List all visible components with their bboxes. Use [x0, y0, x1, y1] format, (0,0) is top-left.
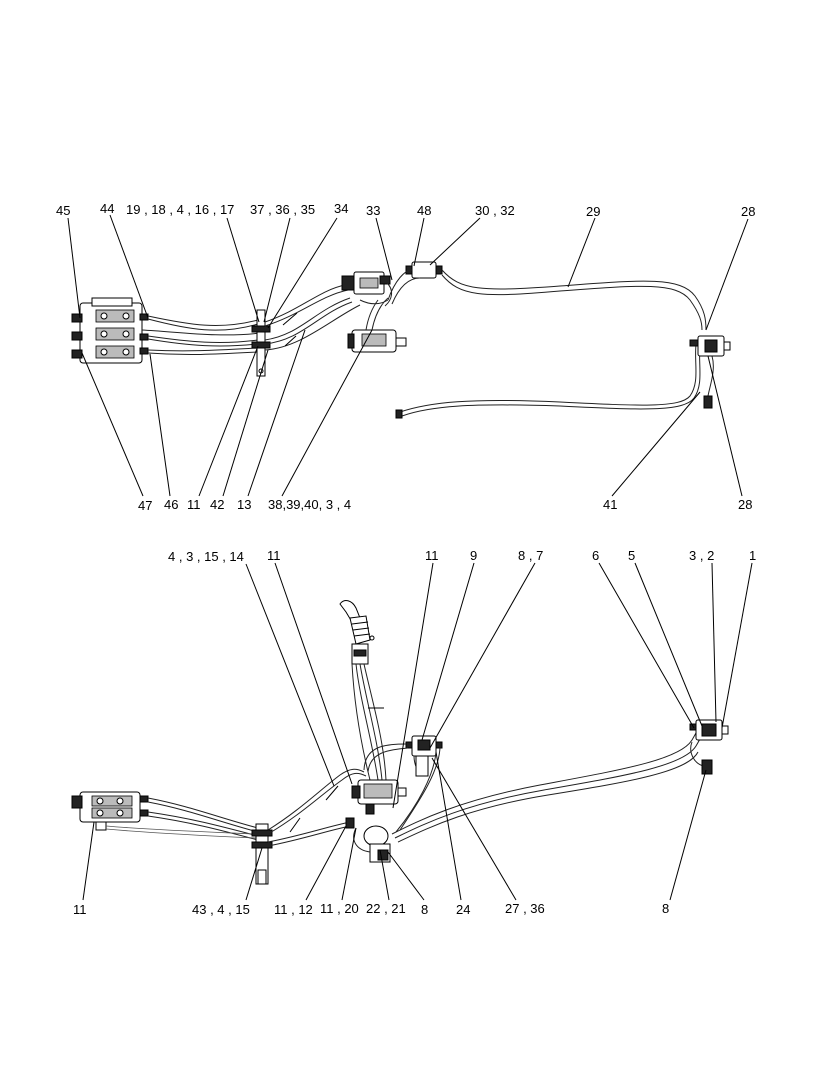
callout-27-36: 27 , 36: [505, 901, 545, 916]
bottom-long-hoses: [391, 721, 713, 843]
callout-4-3-15-14: 4 , 3 , 15 , 14: [168, 549, 244, 564]
bottom-bracket: [251, 823, 273, 885]
top-valve-48: [387, 261, 443, 305]
bottom-left-hoses: [105, 797, 259, 841]
bottom-assembly: 4 , 3 , 15 , 14 11 11 9 8 , 7 6 5 3 , 2 …: [71, 548, 756, 917]
callout-29: 29: [586, 204, 600, 219]
callout-48: 48: [417, 203, 431, 218]
callout-44: 44: [100, 201, 114, 216]
callout-41: 41: [603, 497, 617, 512]
callout-11-bottom-c: 11: [73, 902, 87, 917]
callout-46: 46: [164, 497, 178, 512]
callout-8-bottom-a: 8: [421, 902, 428, 917]
top-right-valve: [689, 335, 731, 357]
callout-11-top: 11: [187, 497, 201, 512]
callout-28-top: 28: [741, 204, 755, 219]
callout-45: 45: [56, 203, 70, 218]
top-mid-hoses: [264, 284, 361, 351]
bottom-leader-lines: [82, 562, 753, 901]
top-labels: 45 44 19 , 18 , 4 , 16 , 17 37 , 36 , 35…: [56, 201, 755, 513]
callout-11-bottom-b: 11: [425, 548, 439, 563]
top-assembly: 45 44 19 , 18 , 4 , 16 , 17 37 , 36 , 35…: [56, 201, 755, 513]
callout-6: 6: [592, 548, 599, 563]
callout-8-bottom-b: 8: [662, 901, 669, 916]
callout-43-4-15: 43 , 4 , 15: [192, 902, 250, 917]
top-bracket: [251, 309, 271, 377]
callout-3-2: 3 , 2: [689, 548, 714, 563]
bottom-valve-9: [405, 735, 443, 777]
bottom-accumulator: [353, 825, 391, 863]
bottom-labels: 4 , 3 , 15 , 14 11 11 9 8 , 7 6 5 3 , 2 …: [73, 548, 756, 917]
bottom-right-valve: [689, 719, 729, 741]
top-control-valve: [71, 297, 149, 364]
top-leader-lines: [67, 214, 749, 497]
callout-11-12: 11 , 12: [274, 902, 313, 917]
top-pilot-valve: [341, 271, 392, 307]
callout-34: 34: [334, 201, 348, 216]
callout-9: 9: [470, 548, 477, 563]
bottom-joystick-hoses: [351, 663, 387, 781]
bottom-pump: [351, 779, 407, 815]
callout-30-32: 30 , 32: [475, 203, 515, 218]
top-valve-hoses: [141, 315, 261, 356]
bottom-control-valve: [71, 791, 149, 831]
bottom-mid-hoses: [267, 768, 367, 847]
callout-24: 24: [456, 902, 470, 917]
callout-11-20: 11 , 20: [320, 901, 359, 916]
callout-28-bottom: 28: [738, 497, 752, 512]
callout-38-39-40-3-4: 38,39,40, 3 , 4: [268, 497, 351, 512]
callout-42: 42: [210, 497, 224, 512]
callout-11-bottom-a: 11: [267, 548, 281, 563]
callout-33: 33: [366, 203, 380, 218]
callout-37-36-35: 37 , 36 , 35: [250, 202, 315, 217]
callout-19-18-4-16-17: 19 , 18 , 4 , 16 , 17: [126, 202, 234, 217]
callout-8-7: 8 , 7: [518, 548, 543, 563]
bottom-joystick: [339, 600, 375, 665]
top-long-hoses: [395, 269, 714, 419]
callout-13: 13: [237, 497, 251, 512]
callout-5: 5: [628, 548, 635, 563]
callout-22-21: 22 , 21: [366, 901, 406, 916]
callout-47: 47: [138, 498, 152, 513]
top-pump: [347, 297, 407, 353]
callout-1: 1: [749, 548, 756, 563]
